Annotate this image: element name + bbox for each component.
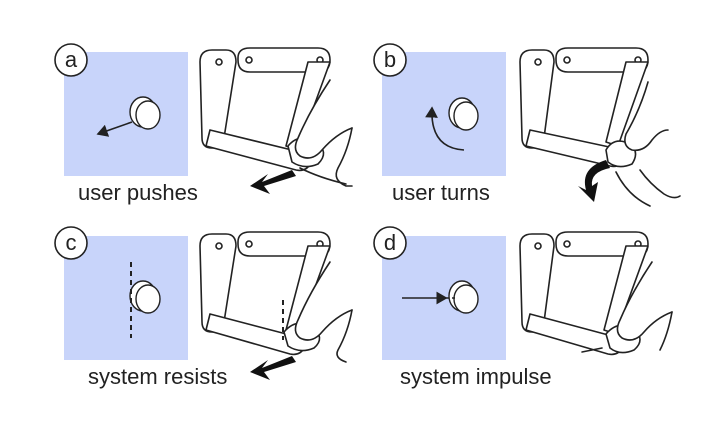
panel-a-canvas <box>64 52 188 176</box>
panel-a-caption: user pushes <box>78 180 198 205</box>
panel-d: d system impulse <box>373 226 673 389</box>
panel-a-force-arrow <box>250 170 296 194</box>
panel-b-rotate-arrow <box>425 106 465 151</box>
panel-b-letter: b <box>384 47 396 72</box>
panel-b-hand-icon <box>615 81 681 207</box>
panel-c-letter-circle <box>54 226 88 260</box>
panel-a-push-arrow <box>96 121 133 137</box>
panel-b-canvas <box>382 52 506 176</box>
panel-c-canvas <box>64 236 188 360</box>
panel-b-device-icon <box>519 47 649 168</box>
panel-c-caption: system resists <box>88 364 227 389</box>
panel-c: c system resists <box>54 226 353 389</box>
panel-c-hand-icon <box>294 261 353 363</box>
panel-c-force-arrow <box>250 356 296 380</box>
panel-b-caption: user turns <box>392 180 490 205</box>
panel-d-caption: system impulse <box>400 364 552 389</box>
panel-c-letter: c <box>66 230 77 255</box>
panel-d-letter: d <box>384 230 396 255</box>
panel-c-puck-icon <box>129 280 161 314</box>
panel-d-letter-circle <box>373 226 407 260</box>
panel-b-puck-icon <box>448 97 479 131</box>
panel-b-turn-arrow <box>578 160 610 202</box>
panel-d-puck-icon <box>448 280 479 314</box>
panel-a-letter-circle <box>54 43 88 77</box>
panel-a-hand-icon <box>294 79 353 187</box>
panel-b: b user turns <box>373 43 681 207</box>
panel-d-device-icon <box>519 231 649 356</box>
panel-a-puck-icon <box>129 96 161 130</box>
panel-d-motion-mark <box>581 347 603 353</box>
panel-d-hand-icon <box>616 261 673 351</box>
panel-b-letter-circle <box>373 43 407 77</box>
panel-a-letter: a <box>65 47 78 72</box>
panel-a-device-icon <box>199 47 331 172</box>
panel-a: a user pushes <box>54 43 353 205</box>
